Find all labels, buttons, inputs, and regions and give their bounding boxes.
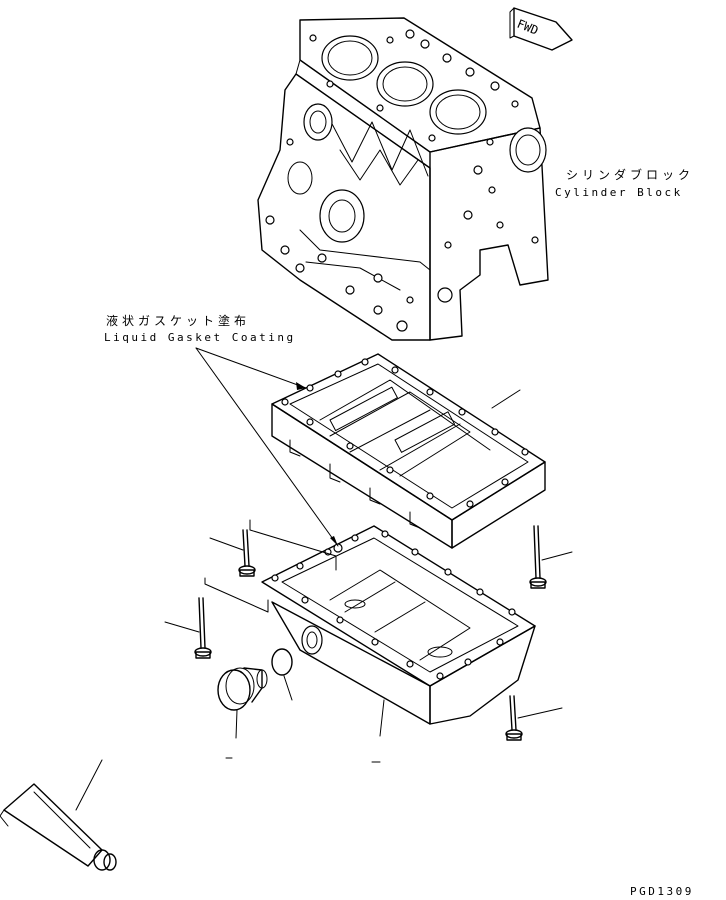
cylinder-block-label-jp: シリンダブロック bbox=[566, 168, 695, 182]
bolt-icon bbox=[505, 695, 523, 741]
upper-oil-pan-part bbox=[271, 353, 546, 549]
gasket-note-label-jp: 液状ガスケット塗布 bbox=[106, 314, 251, 328]
gasket-leader-line bbox=[195, 347, 339, 547]
drawing-code: PGD1309 bbox=[630, 885, 694, 898]
fwd-text: FWD bbox=[515, 17, 540, 38]
leader-lines bbox=[75, 347, 573, 811]
bolt-icon bbox=[194, 597, 212, 659]
gasket-tube-icon bbox=[0, 783, 117, 871]
gasket-leader-line bbox=[195, 347, 307, 389]
lower-oil-pan-part bbox=[261, 525, 536, 725]
washer-icon bbox=[271, 648, 293, 676]
cylinder-block-part bbox=[257, 17, 549, 341]
drain-plug-icon bbox=[217, 667, 268, 711]
cylinder-block-label-en: Cylinder Block bbox=[555, 186, 683, 199]
fwd-arrow-icon: FWD bbox=[509, 7, 573, 51]
bolt-icon bbox=[529, 525, 547, 589]
gasket-note-label-en: Liquid Gasket Coating bbox=[104, 331, 296, 344]
bolt-icon bbox=[238, 529, 256, 577]
